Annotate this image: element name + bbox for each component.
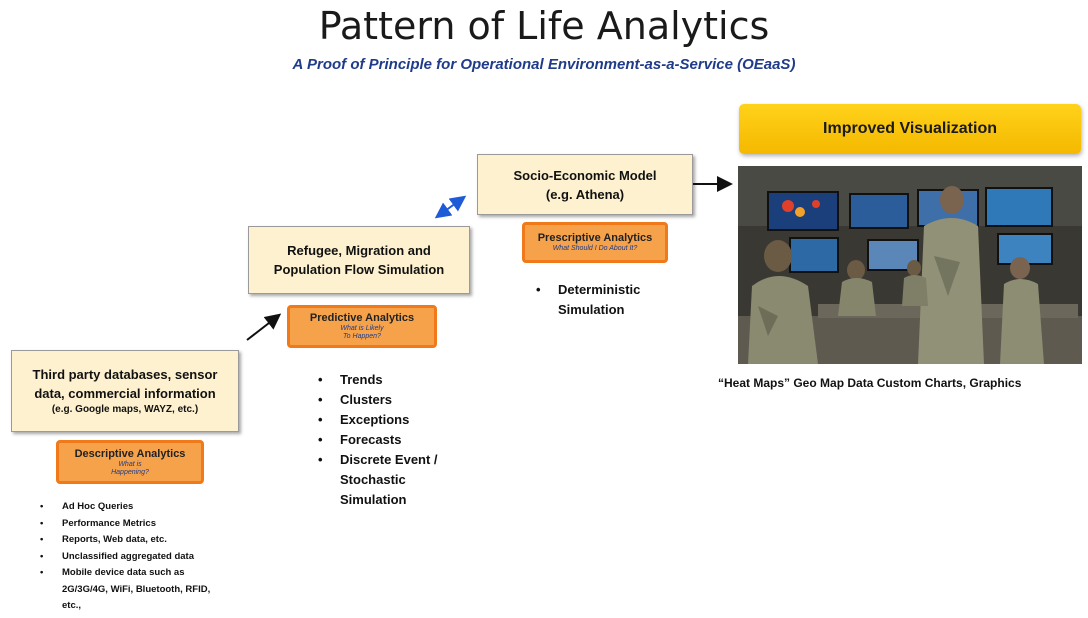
tag-question: What is Likely bbox=[340, 325, 384, 332]
list-item-continuation: Simulation bbox=[340, 492, 407, 507]
list-item: Trends bbox=[312, 370, 512, 390]
stage3-box-line: Socio-Economic Model bbox=[513, 167, 657, 183]
stage3-box: Socio-Economic Model (e.g. Athena) bbox=[477, 154, 693, 215]
list-item: Discrete Event / bbox=[312, 450, 512, 470]
descriptive-analytics-tag: Descriptive Analytics What is Happening? bbox=[56, 440, 204, 484]
stage2-box-line: Population Flow Simulation bbox=[273, 262, 445, 277]
list-item-continuation: etc., bbox=[62, 600, 82, 611]
list-item: Mobile device data such as bbox=[34, 565, 284, 582]
list-item: Ad Hoc Queries bbox=[34, 499, 284, 516]
predictive-analytics-tag: Predictive Analytics What is Likely To H… bbox=[287, 305, 437, 348]
tag-question: Happening? bbox=[111, 468, 149, 476]
list-item: Exceptions bbox=[312, 410, 512, 430]
photo-illustration bbox=[738, 166, 1082, 364]
stage1-bullet-list: Ad Hoc Queries Performance Metrics Repor… bbox=[34, 499, 284, 615]
list-item: Clusters bbox=[312, 390, 512, 410]
list-item-continuation: Stochastic bbox=[340, 472, 406, 487]
improved-visualization-header: Improved Visualization bbox=[739, 104, 1081, 154]
page-title: Pattern of Life Analytics bbox=[318, 4, 770, 48]
page-subtitle: A Proof of Principle for Operational Env… bbox=[292, 56, 796, 73]
prescriptive-analytics-tag: Prescriptive Analytics What Should I Do … bbox=[522, 222, 668, 263]
list-item: Reports, Web data, etc. bbox=[34, 532, 284, 549]
stage3-bullet-list: Deterministic Simulation bbox=[530, 280, 710, 320]
list-item: Forecasts bbox=[312, 430, 512, 450]
tag-title: Descriptive Analytics bbox=[74, 447, 186, 460]
tag-title: Prescriptive Analytics bbox=[537, 232, 653, 244]
tag-question: What Should I Do About It? bbox=[552, 245, 638, 252]
visualization-caption: “Heat Maps” Geo Map Data Custom Charts, … bbox=[718, 376, 1022, 390]
list-item: Unclassified aggregated data bbox=[34, 549, 284, 566]
list-item-continuation: 2G/3G/4G, WiFi, Bluetooth, RFID, bbox=[62, 583, 211, 595]
arrow-stage1-to-stage2 bbox=[246, 313, 282, 341]
stage1-box-line: data, commercial information bbox=[34, 386, 216, 401]
stage2-bullet-list: Trends Clusters Exceptions Forecasts Dis… bbox=[312, 370, 512, 510]
stage2-box-line: Refugee, Migration and bbox=[287, 243, 431, 258]
stage1-box: Third party databases, sensor data, comm… bbox=[11, 350, 239, 432]
stage3-box-line: (e.g. Athena) bbox=[545, 186, 625, 202]
list-item: Deterministic bbox=[530, 280, 710, 300]
list-item-continuation: Simulation bbox=[558, 302, 625, 317]
operations-center-photo bbox=[738, 166, 1082, 364]
bidirectional-arrow-stage2-stage3 bbox=[434, 195, 467, 219]
tag-question: What is bbox=[118, 460, 142, 468]
tag-question: To Happen? bbox=[343, 333, 381, 340]
list-item: Performance Metrics bbox=[34, 516, 284, 533]
stage1-box-example: (e.g. Google maps, WAYZ, etc.) bbox=[51, 404, 199, 415]
tag-title: Predictive Analytics bbox=[309, 312, 415, 324]
stage2-box: Refugee, Migration and Population Flow S… bbox=[248, 226, 470, 294]
stage1-box-line: Third party databases, sensor bbox=[32, 367, 218, 382]
